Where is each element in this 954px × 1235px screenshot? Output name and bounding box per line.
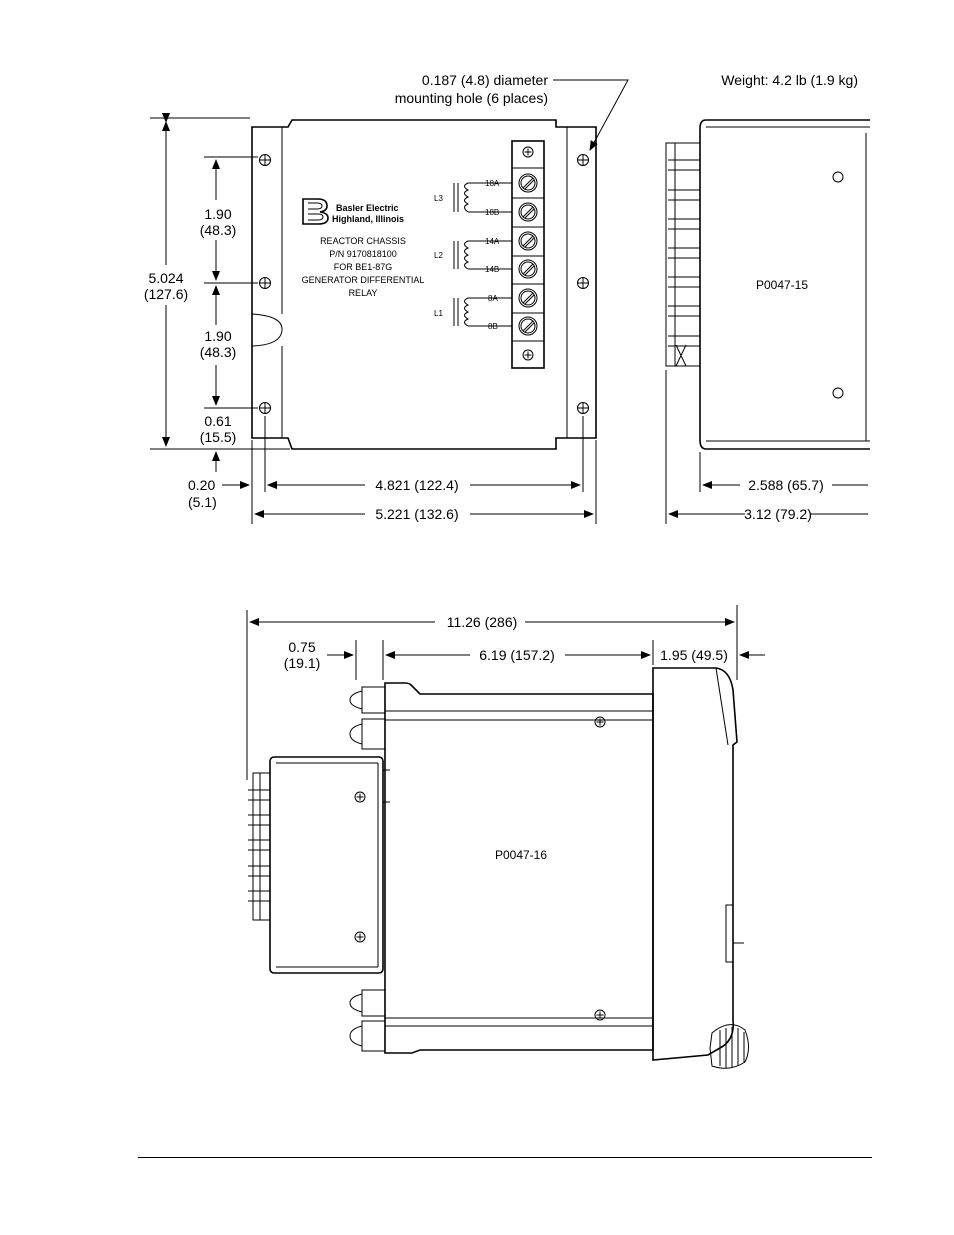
- coil-label: L2: [434, 251, 443, 260]
- footer-rule: [138, 1157, 872, 1158]
- mounting-hole: [577, 402, 589, 414]
- terminal-label: 14B: [485, 265, 499, 274]
- dim-gap-mm: (19.1): [284, 655, 321, 671]
- plate-line: P/N 9170818100: [329, 249, 397, 259]
- dim-gap: 0.75: [288, 639, 315, 655]
- figure-id: P0047-15: [756, 278, 808, 292]
- logo-line-1: Basler Electric: [336, 203, 399, 213]
- assembly-view: P0047-16 11.26 (286) 0.75 (19.1) 6.19 (1…: [246, 605, 765, 1069]
- dim-height: 5.024: [148, 270, 183, 286]
- dim-bottom-hole-mm: (15.5): [200, 429, 237, 445]
- mounting-hole: [832, 387, 844, 399]
- plate-line: RELAY: [349, 288, 378, 298]
- mounting-hole: [832, 171, 844, 183]
- dim-left-offset-mm: (5.1): [188, 494, 217, 510]
- logo-line-2: Highland, Illinois: [332, 214, 404, 224]
- terminal-label: 14A: [485, 237, 500, 246]
- chassis-terminals: [248, 772, 270, 921]
- hole-note-line-2: mounting hole (6 places): [395, 90, 548, 106]
- figure-id: P0047-16: [495, 848, 547, 862]
- terminal-label: 18A: [485, 179, 500, 188]
- relay-case: [384, 682, 654, 1054]
- plate-line: FOR BE1-87G: [334, 262, 393, 272]
- dim-total: 11.26 (286): [447, 614, 518, 630]
- dim-width: 5.221 (132.6): [375, 506, 458, 522]
- coil-l2: L2 14A 14B: [434, 237, 512, 274]
- dim-lower-mm: (48.3): [200, 344, 237, 360]
- mounting-plate: [251, 119, 597, 450]
- coil-label: L3: [434, 194, 443, 203]
- dim-upper: 1.90: [204, 206, 231, 222]
- nameplate-text: REACTOR CHASSIS P/N 9170818100 FOR BE1-8…: [302, 236, 425, 298]
- mounting-hole: [259, 402, 271, 414]
- front-knob: [709, 1024, 749, 1069]
- top-view: Basler Electric Highland, Illinois REACT…: [144, 72, 858, 524]
- terminal-label: 18B: [485, 208, 499, 217]
- coil-l1: L1 8A 8B: [434, 294, 512, 331]
- mounting-hole: [577, 277, 589, 289]
- terminal-label: 8B: [488, 322, 498, 331]
- hole-note-line-1: 0.187 (4.8) diameter: [422, 72, 548, 88]
- terminal-tabs: [665, 142, 700, 367]
- basler-logo: [302, 198, 329, 225]
- relay-connectors: [349, 686, 386, 1052]
- dim-left-offset: 0.20: [188, 477, 215, 493]
- dim-height-mm: (127.6): [144, 286, 188, 302]
- dim-case: 6.19 (157.2): [479, 647, 555, 663]
- coil-label: L1: [434, 309, 443, 318]
- mounting-hole: [577, 154, 589, 166]
- front-panel: [652, 667, 738, 1061]
- plate-line: REACTOR CHASSIS: [320, 236, 406, 246]
- dim-depth: 3.12 (79.2): [744, 506, 812, 522]
- weight-note: Weight: 4.2 lb (1.9 kg): [721, 72, 858, 88]
- terminal-label: 8A: [488, 294, 498, 303]
- mounting-hole: [259, 277, 271, 289]
- terminal-block: [511, 140, 545, 369]
- dim-front: 1.95 (49.5): [660, 647, 728, 663]
- dim-lower: 1.90: [204, 328, 231, 344]
- plate-line: GENERATOR DIFFERENTIAL: [302, 275, 425, 285]
- dim-depth-inner: 2.588 (65.7): [748, 477, 824, 493]
- reactor-chassis: [269, 756, 384, 974]
- side-view: P0047-15 2.588 (65.7) 3.12 (79.2): [665, 119, 870, 524]
- mounting-hole: [259, 154, 271, 166]
- dim-bottom-hole: 0.61: [204, 413, 231, 429]
- dim-hole-span: 4.821 (122.4): [375, 477, 458, 493]
- coil-l3: L3 18A 18B: [434, 179, 512, 217]
- dim-upper-mm: (48.3): [200, 222, 237, 238]
